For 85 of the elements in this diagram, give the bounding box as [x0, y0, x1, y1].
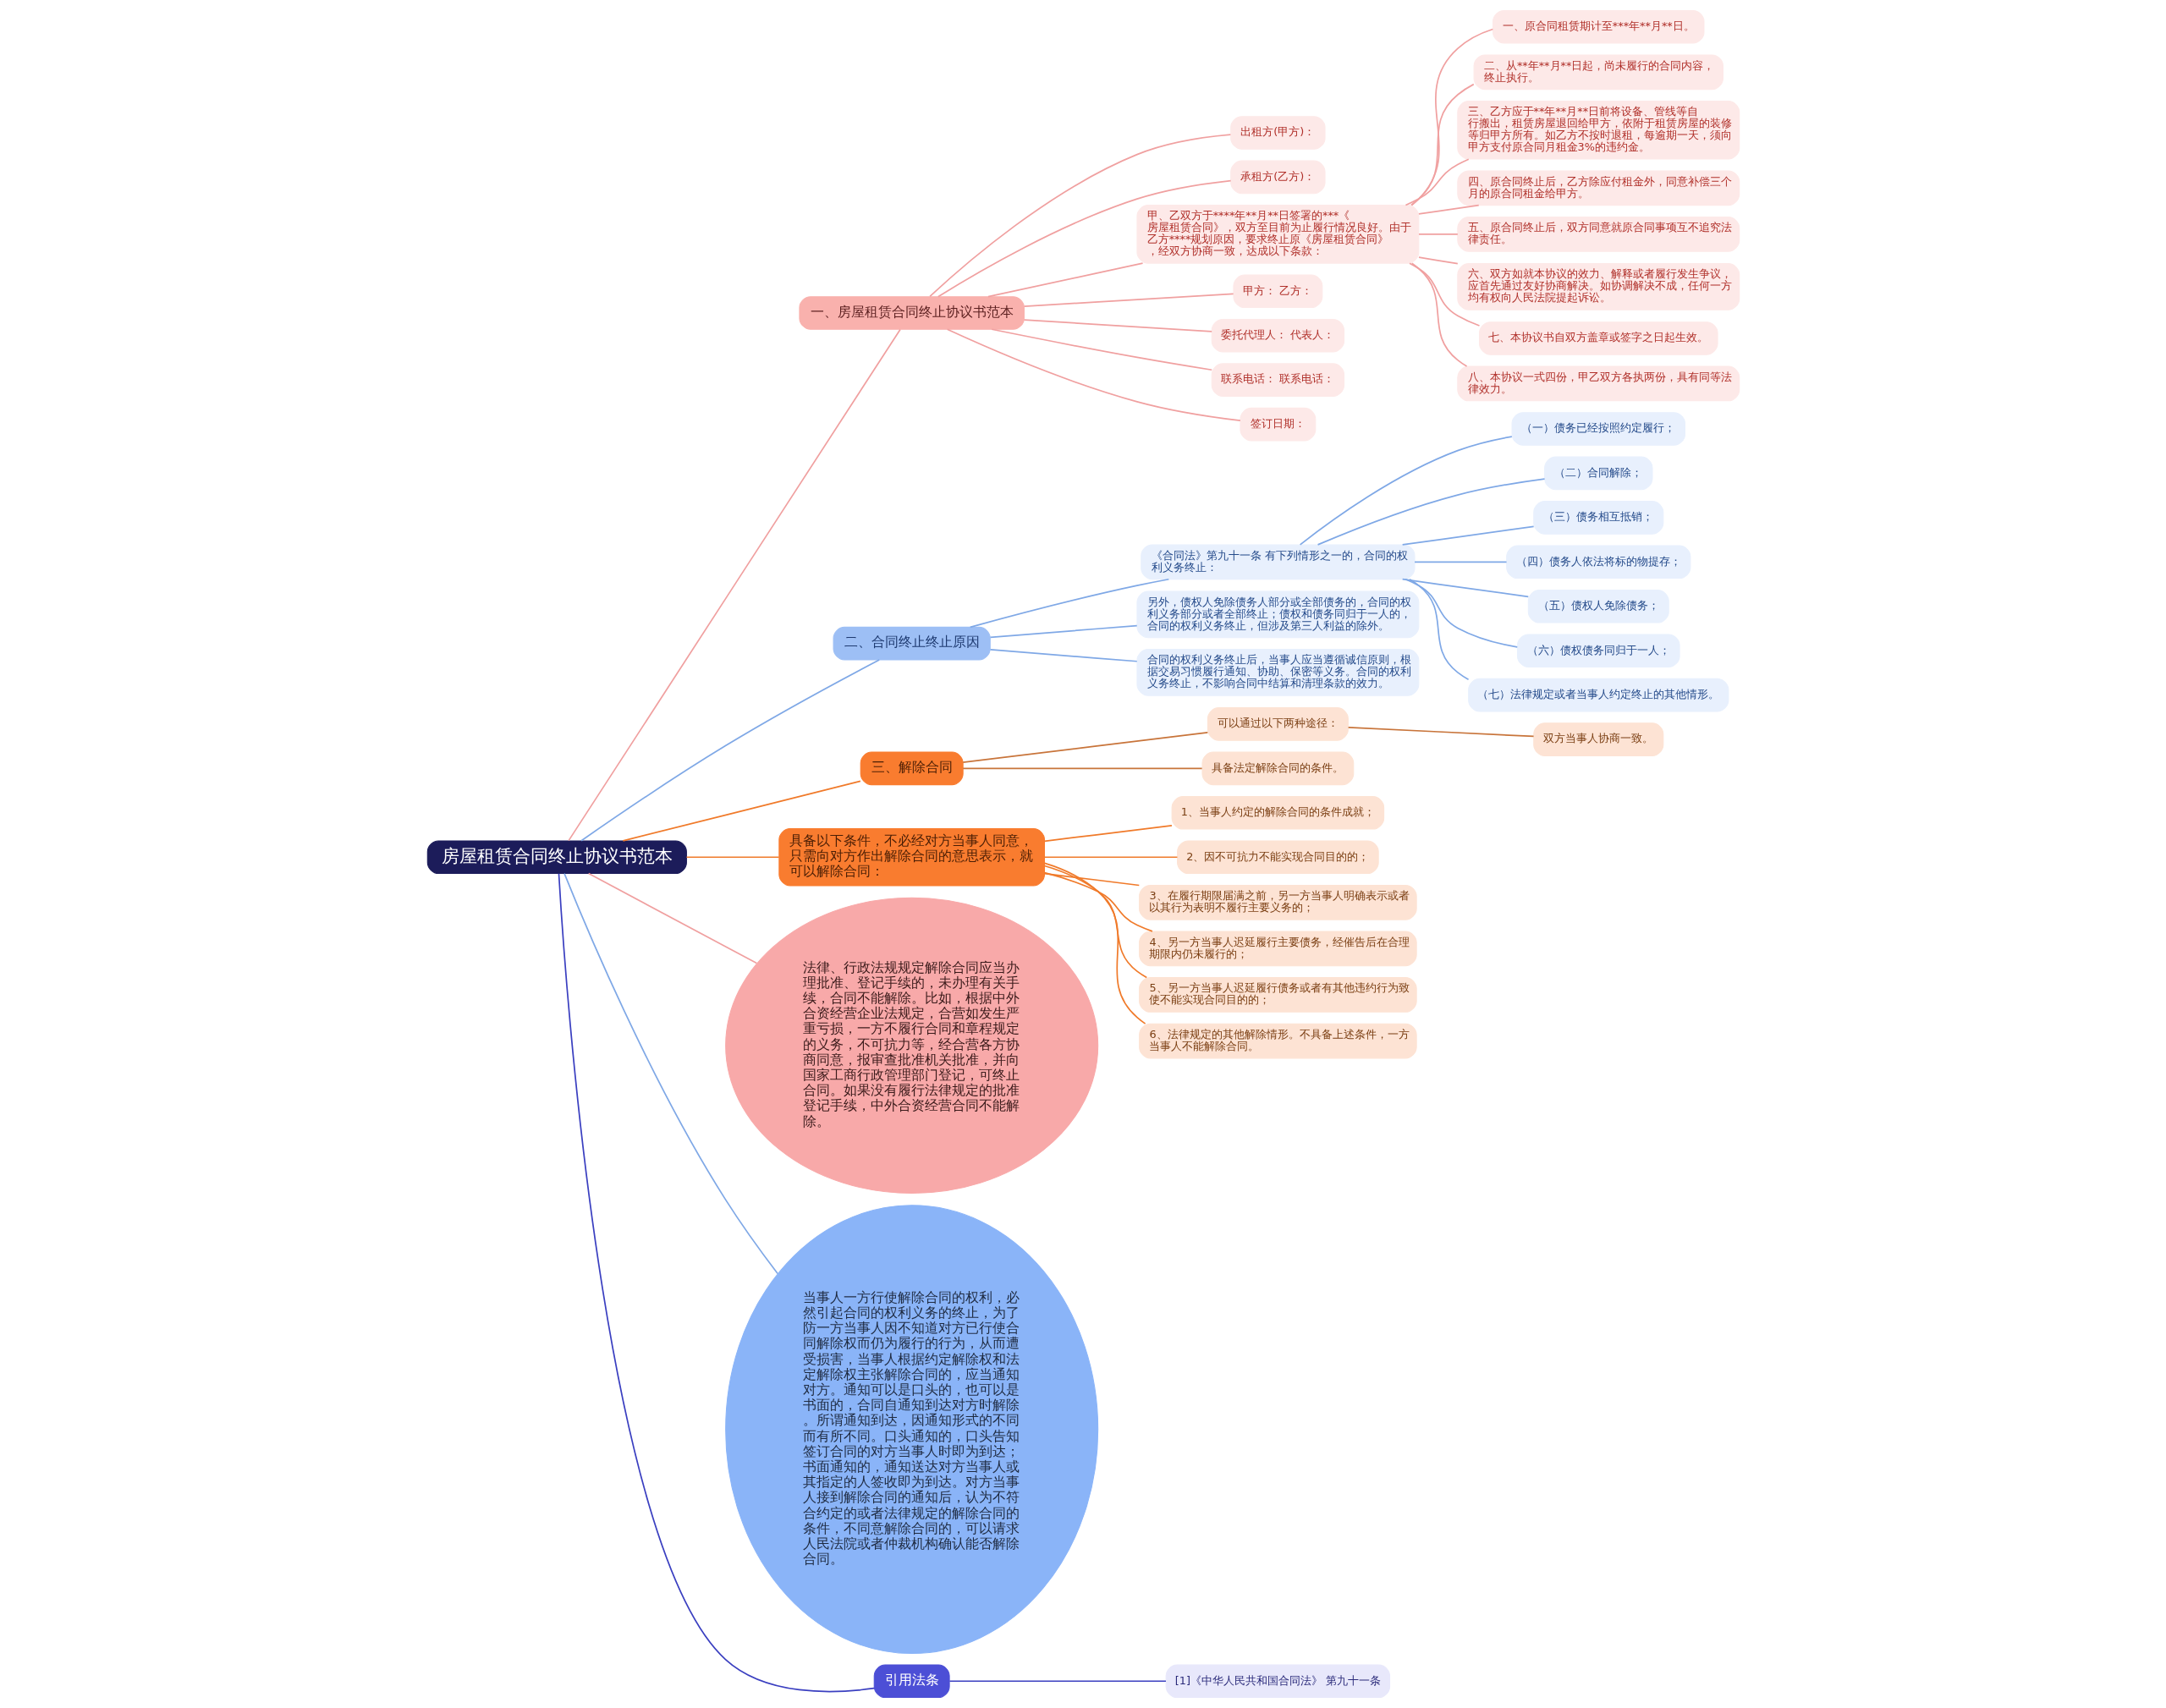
node-box: （三）债务相互抵销；: [1532, 501, 1663, 535]
node-box: 三、解除合同: [860, 751, 964, 786]
node-box: 八、本协议一式四份，甲乙双方各执两份，具有同等法律效力。: [1456, 365, 1740, 402]
connector: [563, 872, 778, 1275]
node-box: 七、本协议书自双方盖章或签字之日起生效。: [1478, 321, 1718, 355]
node-box: 双方当事人协商一致。: [1532, 722, 1663, 756]
node-box: 一、原合同租赁期计至***年**月**日。: [1492, 9, 1704, 44]
connector: [1417, 204, 1480, 215]
connector: [1410, 83, 1475, 206]
node-box: 三、乙方应于**年**月**日前将设备、管线等自行搬出，租赁房屋退回给甲方，依附于租赁房屋的装修等归甲方所有。如乙方不按时退租，每逾期一天，须向甲方支付原合同月租金3%的违约金。: [1456, 100, 1740, 160]
node-box: 2、因不可抗力不能实现合同目的的；: [1176, 840, 1379, 875]
node-box: 委托代理人： 代表人：: [1211, 318, 1344, 353]
connector: [1043, 856, 1178, 859]
connector: [1405, 158, 1470, 206]
node-box: 3、在履行期限届满之前，另一方当事人明确表示或者以其行为表明不履行主要义务的；: [1138, 884, 1417, 920]
connector: [1043, 825, 1173, 843]
node-box: （五）债权人免除债务；: [1527, 589, 1669, 623]
node-box: 五、原合同终止后，双方同意就原合同事项互不追究法律责任。: [1456, 216, 1740, 252]
connector: [1401, 525, 1534, 546]
node-box: 4、另一方当事人迟延履行主要债务，经催告后在合理期限内仍未履行的；: [1138, 931, 1417, 967]
connector: [1417, 256, 1459, 265]
connector: [1317, 478, 1545, 546]
node-box: （二）合同解除；: [1543, 456, 1652, 491]
node-ellipse: 当事人一方行使解除合同的权利，必然引起合同的权利义务的终止，为了防一方当事人因不知道对方已行使合同解除权而仍为履行的行为，从而遭受损害，当事人根据约定解除权和法定解除权主张解除合同的，应当通知对方。通知可以是口头的，也可以是书面的，合同自通知到达对方时解除。所谓通知到达，因通知形式的不同而有所不同。口头通知的，口头告知签订合同的对方当事人时即为到达；书面通知的，通知送达对方当事人或其指定的人签收即为到达。对方当事人接到解除合同的通知后，认为不符合约定的或者法律规定的解除合同的条件，不同意解除合同的，可以请求人民法院或者仲裁机构确认能否解除合同。: [724, 1205, 1098, 1655]
connector: [1401, 578, 1529, 598]
node-box: 出租方(甲方)：: [1229, 116, 1326, 150]
node-box: （一）债务已经按照约定履行；: [1511, 412, 1685, 446]
connector: [989, 624, 1138, 639]
node-box: 引用法条: [873, 1664, 950, 1699]
connector: [987, 262, 1143, 298]
connector: [937, 179, 1232, 298]
node-box: 合同的权利义务终止后，当事人应当遵循诚信原则，根据交易习惯履行通知、协助、保密等义务。合同的权利义务终止，不影响合同中结算和清理条款的效力。: [1135, 649, 1419, 696]
connector: [558, 872, 875, 1693]
connector: [1417, 233, 1459, 235]
connector: [1408, 262, 1480, 327]
connector: [928, 134, 1231, 298]
node-box: 甲、乙双方于****年**月**日签署的***《房屋租赁合同》，双方至目前为止履行情况良好。由于乙方****规划原因，要求终止原《房屋租赁合同》，经双方协商一致，达成以下条款：: [1135, 205, 1419, 264]
connector: [1023, 293, 1234, 307]
connector: [1408, 578, 1469, 681]
connector: [1043, 865, 1147, 979]
connector: [946, 328, 1241, 422]
node-box: 二、合同终止终止原因: [833, 626, 991, 661]
connector: [1023, 319, 1212, 332]
node-box: 甲方： 乙方：: [1232, 274, 1322, 309]
node-box: [1]《中华人民共和国合同法》 第九十一条: [1165, 1664, 1390, 1699]
node-box: 具备法定解除合同的条件。: [1201, 751, 1354, 786]
node-box: 另外，债权人免除债务人部分或全部债务的，合同的权利义务部分或者全部终止；债权和债务同归于一人的，合同的权利义务终止，但涉及第三人利益的除外。: [1135, 590, 1419, 639]
node-box: （四）债务人依法将标的物提存；: [1505, 545, 1690, 579]
connector: [1043, 871, 1153, 932]
connector: [1043, 862, 1146, 1024]
connector: [587, 872, 757, 964]
connector: [567, 328, 901, 842]
node-box: 联系电话： 联系电话：: [1211, 363, 1344, 397]
node-ellipse: 法律、行政法规规定解除合同应当办理批准、登记手续的，未办理有关手续，合同不能解除。比如，根据中外合资经营企业法规定，合营如发生严重亏损，一方不履行合同和章程规定的义务，不可抗力等，经合营各方协商同意，报审查批准机关批准，并向国家工商行政管理部门登记，可终止合同。如果没有履行法律规定的批准登记手续，中外合资经营合同不能解除。: [724, 897, 1098, 1195]
connector: [1413, 561, 1507, 563]
node-box: 5、另一方当事人迟延履行债务或者有其他违约行为致使不能实现合同目的的；: [1138, 977, 1417, 1013]
connector: [685, 856, 779, 859]
connector: [1299, 436, 1513, 546]
connector: [961, 732, 1208, 763]
node-box: 房屋租赁合同终止协议书范本: [426, 840, 687, 875]
connector: [1347, 727, 1534, 738]
node-box: 四、原合同终止后，乙方除应付租金外，同意补偿三个月的原合同租金给甲方。: [1456, 170, 1740, 206]
connector: [1404, 578, 1518, 648]
connector: [961, 767, 1202, 770]
node-box: 可以通过以下两种途径：: [1207, 707, 1349, 741]
node-box: （六）债权债务同归于一人；: [1516, 634, 1680, 667]
node-box: 1、当事人约定的解除合同的条件成就；: [1171, 796, 1384, 830]
connector: [622, 780, 861, 842]
node-box: 签订日期：: [1239, 407, 1316, 442]
connector: [1410, 262, 1467, 367]
connector: [1043, 872, 1140, 887]
connector: [990, 328, 1212, 371]
connector: [989, 649, 1138, 662]
connector: [1410, 28, 1493, 206]
node-box: （七）法律规定或者当事人约定终止的其他情形。: [1467, 678, 1729, 712]
node-box: 具备以下条件，不必经对方当事人同意，只需向对方作出解除合同的意思表示，就可以解除合同：: [778, 828, 1045, 887]
connector: [969, 578, 1169, 629]
node-box: 承租方(乙方)：: [1229, 160, 1326, 195]
node-box: 二、从**年**月**日起，尚未履行的合同内容，终止执行。: [1473, 54, 1723, 91]
connector: [948, 1680, 1167, 1683]
node-box: 六、双方如就本协议的效力、解释或者履行发生争议，应首先通过友好协商解决。如协调解决不成，任何一方均有权向人民法院提起诉讼。: [1456, 263, 1740, 310]
connector: [580, 659, 880, 842]
node-box: 6、法律规定的其他解除情形。不具备上述条件，一方当事人不能解除合同。: [1138, 1023, 1417, 1059]
node-box: 《合同法》第九十一条 有下列情形之一的，合同的权利义务终止：: [1140, 544, 1416, 580]
node-box: 一、房屋租赁合同终止协议书范本: [798, 296, 1025, 330]
